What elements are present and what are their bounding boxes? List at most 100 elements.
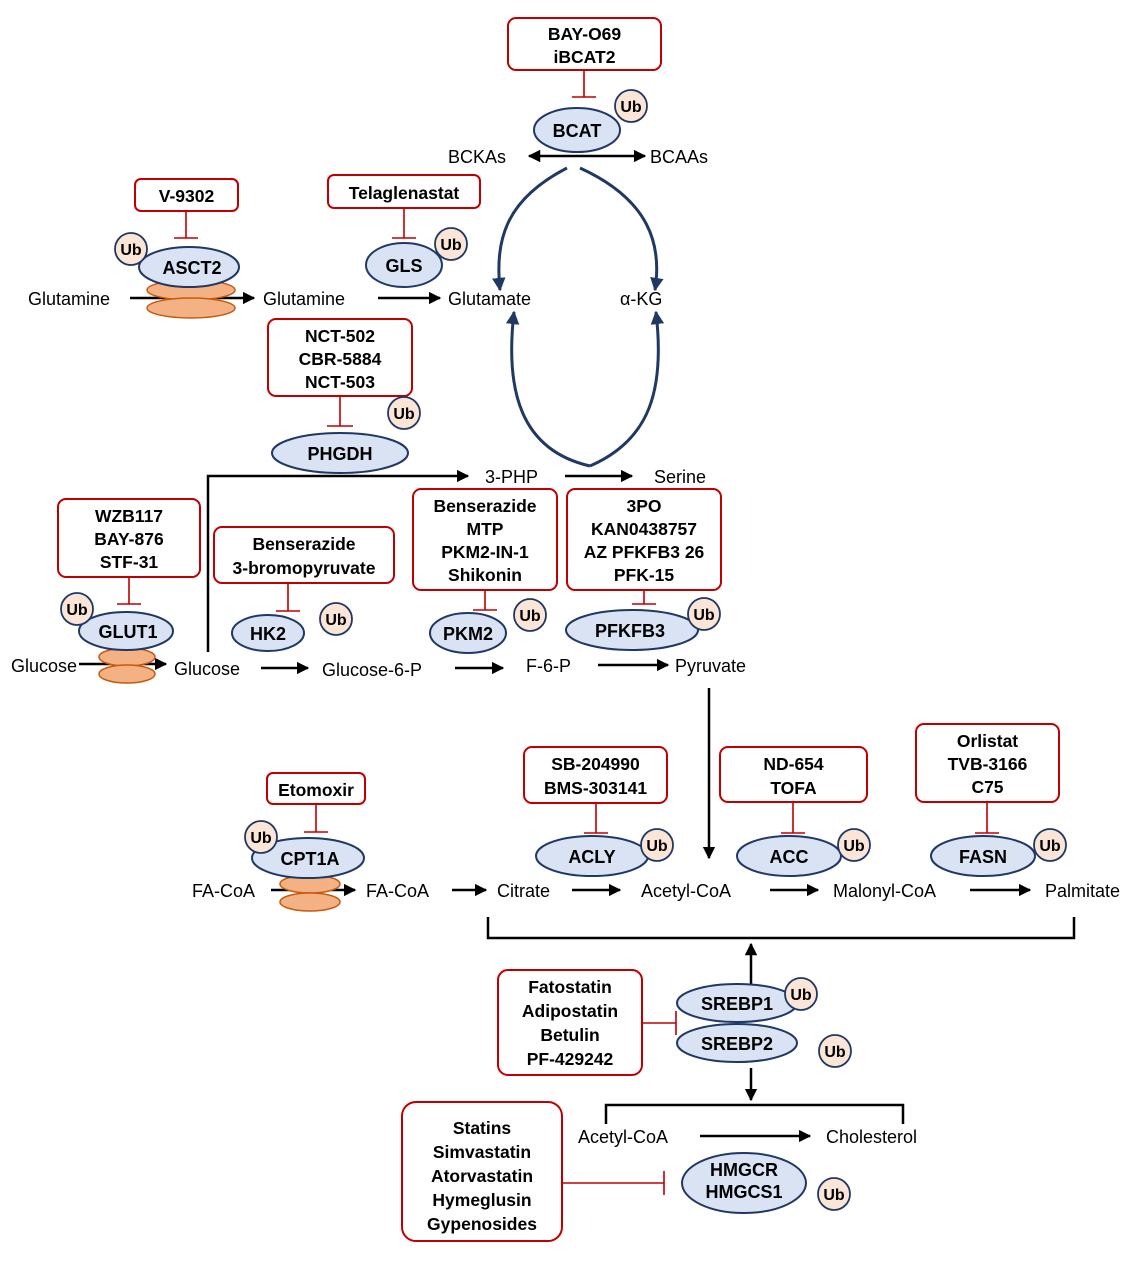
- enzyme-hmgcr-hmgcs1: HMGCR HMGCS1: [681, 1152, 807, 1214]
- inhibitor-label: Etomoxir: [278, 780, 354, 800]
- inhibitor-label: TVB-3166: [948, 754, 1028, 774]
- ub-badge: Ub: [1033, 828, 1067, 862]
- ub-label: Ub: [250, 830, 272, 847]
- enzyme-label: HK2: [250, 624, 286, 644]
- inhibitor-box-hk2: Benserazide 3-bromopyruvate: [213, 526, 395, 584]
- ub-badge: Ub: [687, 597, 721, 631]
- inhibitor-box-cpt1a: Etomoxir: [266, 772, 366, 805]
- inhibitor-box-pfkfb3: 3PO KAN0438757 AZ PFKFB3 26 PFK-15: [566, 488, 722, 591]
- inhibitor-label: WZB117: [95, 506, 163, 526]
- enzyme-label: GLUT1: [98, 622, 157, 642]
- enzyme-asct2: ASCT2: [138, 246, 240, 288]
- inhibitor-box-srebp: Fatostatin Adipostatin Betulin PF-429242: [497, 969, 643, 1076]
- enzyme-fasn: FASN: [930, 835, 1036, 877]
- ub-label: Ub: [66, 602, 88, 619]
- enzyme-pkm2: PKM2: [429, 612, 507, 654]
- enzyme-label: SREBP1: [701, 994, 773, 1014]
- inhibitor-label: Simvastatin: [433, 1142, 531, 1162]
- inhibitor-label: Statins: [453, 1118, 512, 1138]
- metabolite-akg: α-KG: [620, 289, 662, 309]
- enzyme-acly: ACLY: [535, 835, 649, 877]
- inhibitor-box-asct2: V-9302: [134, 178, 239, 212]
- enzyme-pfkfb3: PFKFB3: [565, 609, 699, 651]
- enzyme-label: PFKFB3: [595, 621, 665, 641]
- ub-label: Ub: [823, 1187, 845, 1204]
- enzyme-label: CPT1A: [280, 849, 339, 869]
- ub-badge: Ub: [784, 977, 818, 1011]
- metabolite-malonyl-coa: Malonyl-CoA: [833, 881, 936, 901]
- inhibitor-box-pkm2: Benserazide MTP PKM2-IN-1 Shikonin: [412, 488, 558, 591]
- ub-label: Ub: [824, 1044, 846, 1061]
- ub-label: Ub: [519, 608, 541, 625]
- ub-label: Ub: [1039, 838, 1061, 855]
- inhibitor-label: AZ PFKFB3 26: [584, 542, 705, 562]
- ub-badge: Ub: [244, 820, 278, 854]
- enzyme-hk2: HK2: [231, 614, 305, 652]
- enzyme-label: ASCT2: [162, 258, 221, 278]
- inhibitor-label: Orlistat: [957, 731, 1018, 751]
- metabolite-bckas: BCKAs: [448, 147, 506, 167]
- inhibitor-label: iBCAT2: [554, 47, 616, 67]
- inhibitor-label: STF-31: [100, 552, 159, 572]
- ub-label: Ub: [693, 607, 715, 624]
- metabolite-facoa-out: FA-CoA: [192, 881, 255, 901]
- inhibitor-label: NCT-502: [305, 326, 375, 346]
- ub-badge: Ub: [818, 1034, 852, 1068]
- enzyme-label: PHGDH: [307, 444, 372, 464]
- enzyme-label: GLS: [385, 256, 422, 276]
- reaction-arrows: [79, 149, 1076, 1143]
- ub-label: Ub: [393, 406, 415, 423]
- inhibitor-box-bcat: BAY-O69 iBCAT2: [507, 17, 662, 71]
- metabolite-acetyl-coa-chol: Acetyl-CoA: [578, 1127, 668, 1147]
- inhibitor-box-glut1: WZB117 BAY-876 STF-31: [57, 498, 201, 578]
- ub-label: Ub: [440, 237, 462, 254]
- ub-badge: Ub: [60, 592, 94, 626]
- inhibitor-box-phgdh: NCT-502 CBR-5884 NCT-503: [267, 318, 413, 397]
- enzyme-label: ACC: [770, 847, 809, 867]
- metabolite-glucose-6-p: Glucose-6-P: [322, 660, 422, 680]
- inhibitor-label: Benserazide: [433, 496, 536, 516]
- inhibitor-label: Betulin: [540, 1025, 599, 1045]
- inhibitor-label: Fatostatin: [528, 977, 612, 997]
- ub-badge: Ub: [513, 598, 547, 632]
- metabolite-serine: Serine: [654, 467, 706, 487]
- ub-badge: Ub: [434, 227, 468, 261]
- inhibitor-label: Gypenosides: [427, 1214, 537, 1234]
- metabolite-acetyl-coa: Acetyl-CoA: [641, 881, 731, 901]
- inhibitor-label: TOFA: [770, 778, 817, 798]
- metabolite-glutamine-out: Glutamine: [28, 289, 110, 309]
- ub-badge: Ub: [614, 89, 648, 123]
- enzyme-label: BCAT: [553, 121, 602, 141]
- metabolite-pyruvate: Pyruvate: [675, 656, 746, 676]
- inhibitor-label: MTP: [467, 519, 504, 539]
- enzyme-cpt1a: CPT1A: [251, 837, 365, 879]
- inhibitor-label: BAY-O69: [548, 24, 622, 44]
- inhibitor-label: CBR-5884: [299, 349, 382, 369]
- inhibitor-box-gls: Telaglenastat: [327, 174, 481, 209]
- metabolite-labels: BCKAs BCAAs Glutamine Glutamine Glutamat…: [11, 147, 1120, 1147]
- enzyme-bcat: BCAT: [533, 107, 621, 153]
- ub-badge: Ub: [640, 828, 674, 862]
- metabolite-bcaas: BCAAs: [650, 147, 708, 167]
- inhibitor-label: Atorvastatin: [431, 1166, 533, 1186]
- ub-label: Ub: [120, 242, 142, 259]
- transporter-glut1: [98, 647, 156, 684]
- inhibitor-box-hmgcr: Statins Simvastatin Atorvastatin Hymeglu…: [401, 1101, 563, 1242]
- inhibitor-label: PFK-15: [614, 565, 675, 585]
- inhibitor-label: SB-204990: [551, 754, 640, 774]
- metabolite-facoa-in: FA-CoA: [366, 881, 429, 901]
- ub-badge: Ub: [114, 232, 148, 266]
- ub-badge: Ub: [817, 1177, 851, 1211]
- inhibition-bars: [117, 70, 999, 1195]
- metabolite-glucose-in: Glucose: [174, 659, 240, 679]
- enzyme-acc: ACC: [736, 835, 842, 877]
- inhibitor-label: Adipostatin: [522, 1001, 618, 1021]
- enzyme-label: FASN: [959, 847, 1007, 867]
- inhibitor-label: ND-654: [763, 754, 824, 774]
- enzyme-glut1: GLUT1: [78, 611, 174, 651]
- metabolite-glutamine-in: Glutamine: [263, 289, 345, 309]
- metabolite-citrate: Citrate: [497, 881, 550, 901]
- inhibitor-box-fasn: Orlistat TVB-3166 C75: [915, 723, 1060, 803]
- ub-badges: Ub Ub Ub Ub Ub Ub Ub Ub Ub Ub Ub Ub Ub U…: [60, 89, 1067, 1211]
